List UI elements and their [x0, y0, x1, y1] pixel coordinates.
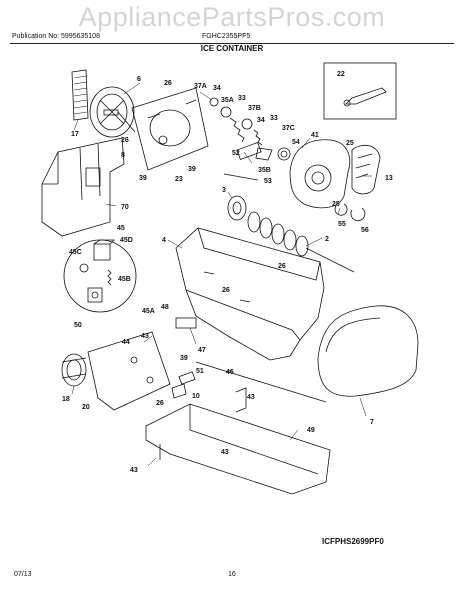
callout-43c: 43	[221, 449, 229, 456]
part-49-support	[145, 403, 331, 495]
callout-8: 8	[121, 152, 125, 159]
callout-25: 25	[346, 140, 354, 147]
callout-45a: 45A	[142, 308, 155, 315]
part-43-bracket	[235, 387, 247, 413]
callout-50: 50	[74, 322, 82, 329]
part-51	[178, 371, 196, 385]
part-48-switch	[175, 317, 197, 329]
part-46-rod	[195, 361, 327, 403]
callout-49: 49	[307, 427, 315, 434]
part-56-clip	[350, 207, 366, 222]
callout-44: 44	[122, 339, 130, 346]
part-13-slide	[351, 144, 381, 195]
part-10	[171, 383, 187, 399]
callout-45c: 45C	[69, 249, 82, 256]
callout-47: 47	[198, 347, 206, 354]
part-17-pad	[71, 69, 89, 121]
callout-34: 34	[213, 85, 221, 92]
callout-35b: 35B	[258, 167, 271, 174]
callout-3: 3	[222, 187, 226, 194]
callout-17: 17	[71, 131, 79, 138]
callout-6: 6	[137, 76, 141, 83]
callout-2: 2	[325, 236, 329, 243]
callout-51: 51	[196, 368, 204, 375]
callout-55: 55	[338, 221, 346, 228]
part-55-clip	[334, 203, 348, 216]
callout-56: 56	[361, 227, 369, 234]
page-number: 16	[228, 571, 236, 578]
callout-26c: 26	[278, 263, 286, 270]
callout-26: 26	[164, 80, 172, 87]
callout-20: 20	[82, 404, 90, 411]
callout-33b: 33	[270, 115, 278, 122]
part-41-housing	[289, 139, 351, 209]
part-6-fan	[89, 86, 136, 138]
callout-46: 46	[226, 369, 234, 376]
callout-37a: 37A	[194, 83, 207, 90]
part-7-cover	[317, 305, 419, 397]
part-37-gear-assembly	[209, 97, 291, 161]
footer-date: 07/13	[14, 571, 32, 578]
part-45-inset	[63, 239, 137, 313]
callout-43d: 43	[130, 467, 138, 474]
header-rule	[10, 43, 454, 44]
callout-26e: 26	[156, 400, 164, 407]
diagram-code: ICFPHS2699PF0	[322, 537, 384, 546]
callout-45d: 45D	[120, 237, 133, 244]
page-title: ICE CONTAINER	[200, 44, 264, 53]
part-2-auger	[247, 211, 355, 273]
callout-45: 45	[117, 225, 125, 232]
part-3-drum	[227, 195, 247, 221]
callout-25b: 25	[332, 201, 340, 208]
callout-70: 70	[121, 204, 129, 211]
callout-54: 54	[292, 139, 300, 146]
callout-34b: 34	[257, 117, 265, 124]
callout-52: 52	[232, 150, 240, 157]
callout-23: 23	[175, 176, 183, 183]
callout-39c: 39	[180, 355, 188, 362]
callout-22: 22	[337, 71, 345, 78]
callout-13: 13	[385, 175, 393, 182]
callout-37c: 37C	[282, 125, 295, 132]
callout-10: 10	[192, 393, 200, 400]
callout-41: 41	[311, 132, 319, 139]
part-22-inset	[323, 62, 397, 120]
callout-18: 18	[62, 396, 70, 403]
part-20-bracket	[87, 331, 171, 411]
publication-number: Publication No: 5995635108	[12, 33, 100, 40]
callout-37b: 37B	[248, 105, 261, 112]
callout-7: 7	[370, 419, 374, 426]
callout-43: 43	[141, 333, 149, 340]
part-4-bucket	[175, 227, 325, 361]
callout-4: 4	[162, 237, 166, 244]
callout-53: 53	[264, 178, 272, 185]
part-70-bracket	[41, 137, 125, 237]
model-number: FGHC2355PF5	[202, 33, 251, 40]
part-53-rod	[223, 173, 259, 181]
callout-45b: 45B	[118, 276, 131, 283]
part-18-motor	[61, 353, 87, 387]
callout-26d: 26	[222, 287, 230, 294]
part-23-plate	[131, 87, 209, 171]
callout-39: 39	[188, 166, 196, 173]
callout-39b: 39	[139, 175, 147, 182]
callout-43b: 43	[247, 394, 255, 401]
callout-26b: 26	[121, 137, 129, 144]
callout-33: 33	[238, 95, 246, 102]
callout-35a: 35A	[221, 97, 234, 104]
watermark: AppliancePartsPros.com	[78, 2, 386, 32]
callout-48: 48	[161, 304, 169, 311]
